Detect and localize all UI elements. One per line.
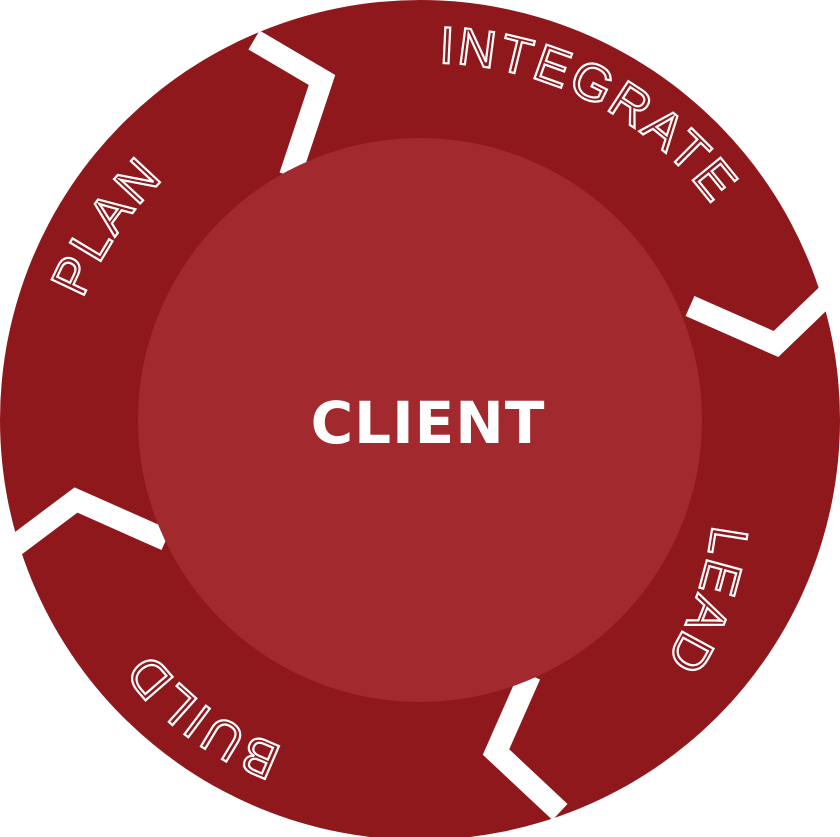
stage-separators [5,30,838,821]
client-circle [138,138,702,702]
separator-build-plan [5,487,171,557]
center-label: CLIENT [311,389,546,457]
separator-integrate-lead [685,284,838,358]
separator-lead-build [482,670,568,821]
separator-plan-integrate [248,30,336,180]
